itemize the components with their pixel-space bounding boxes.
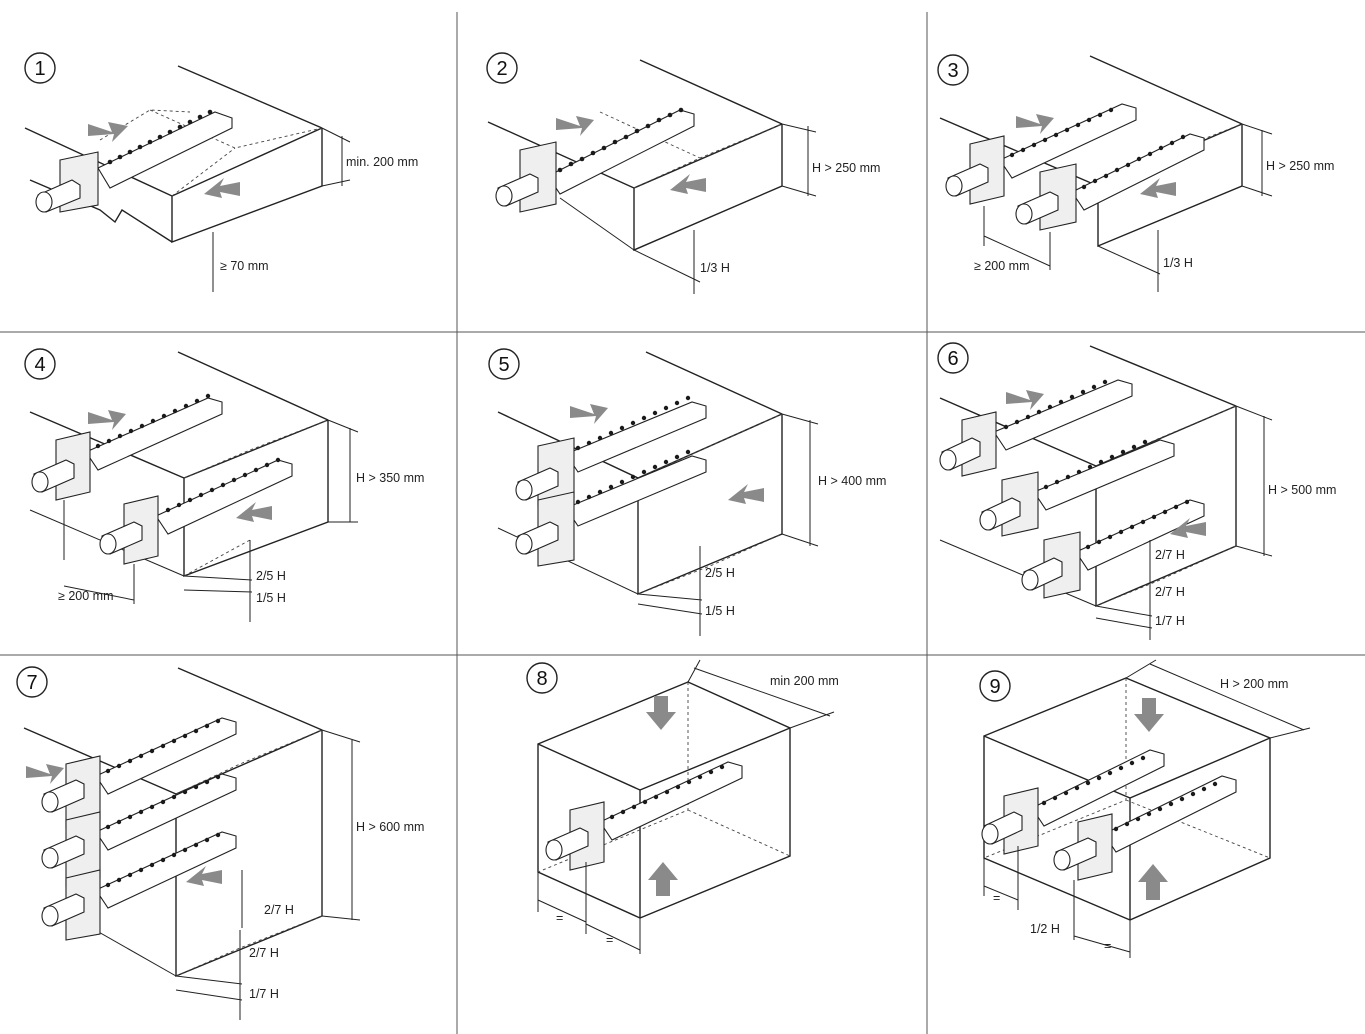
dim-c-label: 1/7 H bbox=[1155, 614, 1185, 628]
dim-height-label: H > 400 mm bbox=[818, 474, 886, 488]
panel-number: 4 bbox=[34, 354, 45, 376]
panel-number: 7 bbox=[26, 672, 37, 694]
dim-height-label: H > 500 mm bbox=[1268, 483, 1336, 497]
dim-height-label: H > 600 mm bbox=[356, 820, 424, 834]
dim-height-label: H > 350 mm bbox=[356, 471, 424, 485]
dim-b-label: 2/7 H bbox=[1155, 585, 1185, 599]
dim-a-label: 2/5 H bbox=[256, 569, 286, 583]
panel-grid bbox=[0, 12, 1365, 1034]
panel-number: 6 bbox=[947, 348, 958, 370]
dim-equal-label: = bbox=[606, 933, 613, 947]
dim-a-label: 2/7 H bbox=[264, 903, 294, 917]
dim-height-label: H > 250 mm bbox=[1266, 159, 1334, 173]
dim-spacing-label: ≥ 200 mm bbox=[974, 259, 1030, 273]
dim-half-label: 1/2 H bbox=[1030, 922, 1060, 936]
panel-3: 3 H > 250 mm ≥ 200 mm 1/3 H bbox=[937, 54, 1334, 292]
sensor-dots bbox=[107, 109, 213, 165]
panel-number: 3 bbox=[947, 60, 958, 82]
panel-number: 5 bbox=[498, 354, 509, 376]
dim-height-label: min. 200 mm bbox=[346, 155, 418, 169]
panel-number: 9 bbox=[989, 676, 1000, 698]
dim-bottom-label: 1/3 H bbox=[1163, 256, 1193, 270]
dim-equal-label: = bbox=[1104, 939, 1111, 953]
dim-spacing-label: ≥ 200 mm bbox=[58, 589, 114, 603]
dim-c-label: 1/7 H bbox=[249, 987, 279, 1001]
panel-1: 1 min. 200 mm ≥ 70 mm bbox=[24, 52, 418, 292]
dim-b-label: 1/5 H bbox=[705, 604, 735, 618]
dim-b-label: 2/7 H bbox=[249, 946, 279, 960]
panel-number: 8 bbox=[536, 668, 547, 690]
dim-b-label: 1/5 H bbox=[256, 591, 286, 605]
dim-equal-label: = bbox=[993, 891, 1000, 905]
dim-depth-label: min 200 mm bbox=[770, 674, 839, 688]
panel-6: 6 H > 500 mm 2/7 H 2/7 H bbox=[937, 342, 1336, 640]
panel-2: 2 H > 250 mm 1/3 H bbox=[486, 52, 880, 294]
panel-5: 5 H > 400 mm 2/5 H 1/5 H bbox=[488, 348, 886, 636]
panel-number-circle bbox=[24, 52, 56, 84]
panel-4: 4 H > 350 mm ≥ 200 mm 2/5 H 1/5 H bbox=[24, 348, 424, 622]
dim-equal-label: = bbox=[556, 911, 563, 925]
dim-depth-label: H > 200 mm bbox=[1220, 677, 1288, 691]
dim-a-label: 2/7 H bbox=[1155, 548, 1185, 562]
panel-7: 7 H > 600 mm 2/7 H 2/7 H 1/7 H bbox=[16, 666, 424, 1020]
dim-a-label: 2/5 H bbox=[705, 566, 735, 580]
dim-height-label: H > 250 mm bbox=[812, 161, 880, 175]
panel-8: 8 min 200 mm = = bbox=[526, 659, 839, 954]
dim-bottom-label: ≥ 70 mm bbox=[220, 259, 269, 273]
dim-bottom-label: 1/3 H bbox=[700, 261, 730, 275]
panel-number: 1 bbox=[34, 58, 45, 80]
panel-number: 2 bbox=[496, 58, 507, 80]
panel-9: 9 H > 200 mm = 1/2 H = bbox=[979, 659, 1311, 958]
